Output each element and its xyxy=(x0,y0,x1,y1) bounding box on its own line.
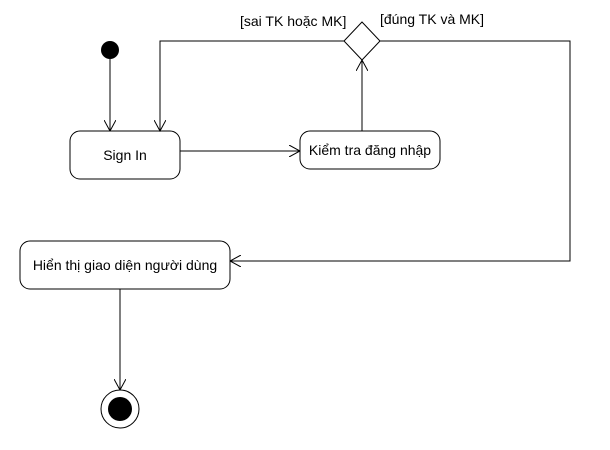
action-sign-in-label: Sign In xyxy=(103,147,147,163)
action-sign-in[interactable]: Sign In xyxy=(69,130,181,180)
action-check-login-label: Kiểm tra đăng nhập xyxy=(309,142,431,158)
guard-wrong-label: [sai TK hoặc MK] xyxy=(240,13,346,29)
final-node xyxy=(100,389,140,429)
edge-decision-to-sign-in xyxy=(160,40,344,131)
action-check-login[interactable]: Kiểm tra đăng nhập xyxy=(299,130,441,170)
decision-node xyxy=(343,21,381,61)
initial-node xyxy=(101,41,119,59)
guard-right-label: [đúng TK và MK] xyxy=(380,11,484,27)
action-show-ui-label: Hiển thị giao diện người dùng xyxy=(33,257,217,273)
action-show-ui[interactable]: Hiển thị giao diện người dùng xyxy=(19,240,231,290)
edge-decision-to-show-ui xyxy=(230,40,571,261)
